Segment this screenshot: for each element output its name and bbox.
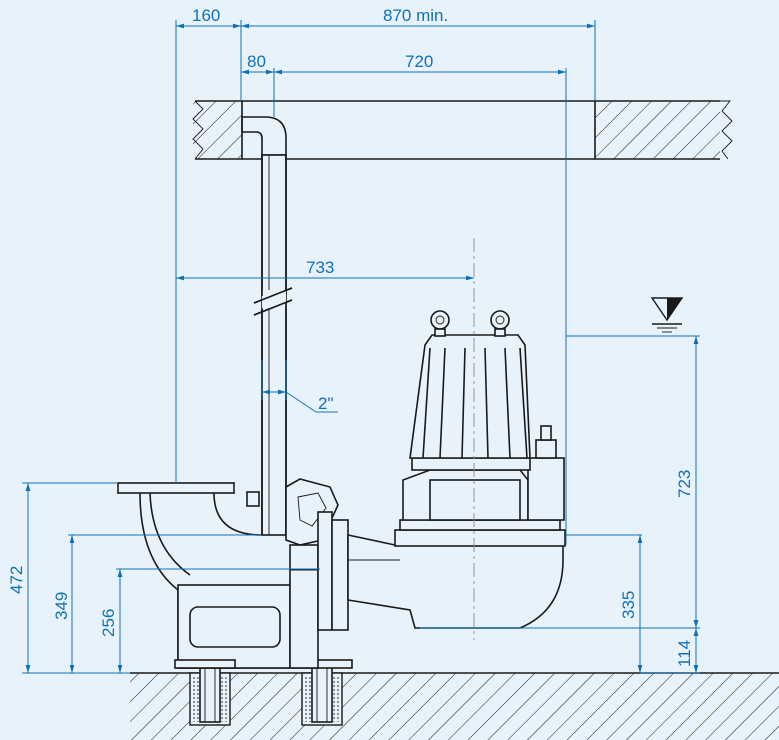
guide-pipe xyxy=(241,116,293,536)
dimension-lines: 160 870 min. 80 720 733 2" 472 349 256 3… xyxy=(7,6,700,674)
dim-472: 472 xyxy=(7,566,26,594)
dim-349: 349 xyxy=(52,592,71,620)
dim-256: 256 xyxy=(99,609,118,637)
motor-ribs xyxy=(422,347,528,459)
pump-body xyxy=(347,238,566,640)
dim-723: 723 xyxy=(675,470,694,498)
anchor-bolts xyxy=(189,661,343,726)
dim-720: 720 xyxy=(405,52,433,71)
dim-2-inch: 2" xyxy=(318,394,334,413)
ceiling-slab xyxy=(192,100,733,160)
dim-335: 335 xyxy=(619,591,638,619)
lifting-eyes xyxy=(430,310,510,337)
discharge-base xyxy=(117,478,353,669)
floor-hatch xyxy=(130,672,779,740)
dim-733: 733 xyxy=(306,258,334,277)
dim-870-min: 870 min. xyxy=(383,6,448,25)
water-level-triangle-icon xyxy=(650,297,684,333)
dim-160: 160 xyxy=(192,6,220,25)
dim-80: 80 xyxy=(247,52,266,71)
dim-114: 114 xyxy=(675,640,694,667)
